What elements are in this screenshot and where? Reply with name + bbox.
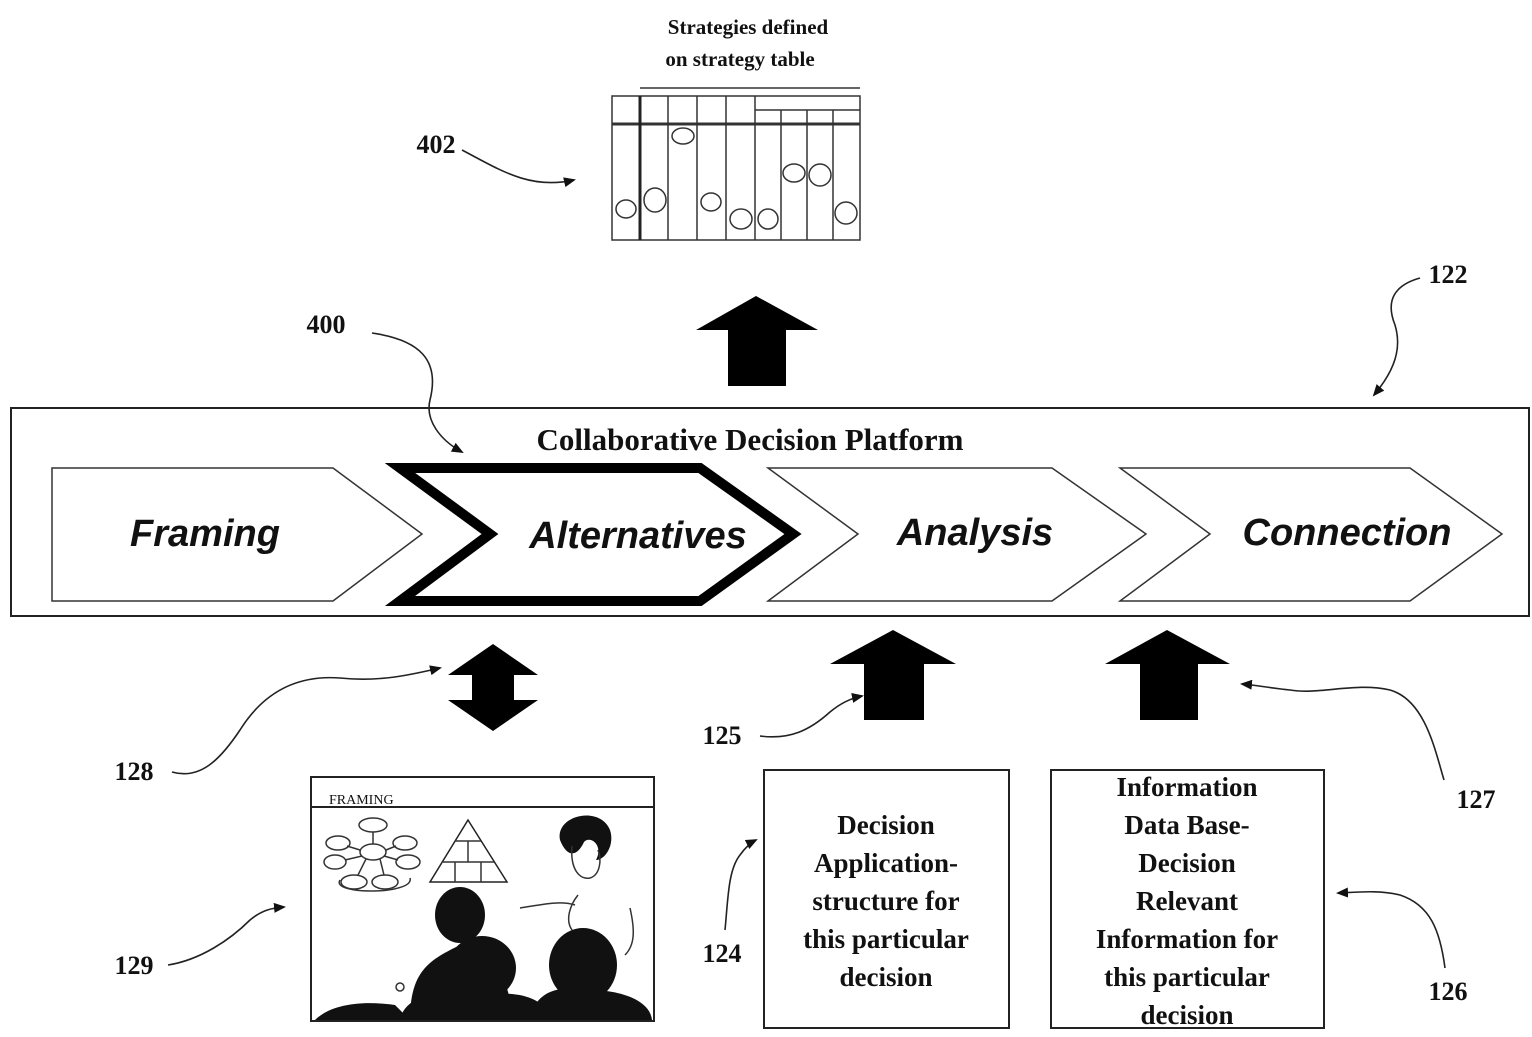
ref-122: 122 [1429, 260, 1468, 289]
leader-124 [724, 839, 758, 931]
info-db-line-4: Relevant [1136, 886, 1238, 916]
strategy-caption-line1: Strategies defined [668, 15, 829, 39]
stage-alternatives: Alternatives [384, 463, 802, 606]
strategy-caption-line2: on strategy table [665, 47, 814, 71]
up-arrow-decision-app [830, 630, 956, 720]
stage-analysis-label: Analysis [896, 512, 1053, 554]
info-db-line-7: decision [1140, 1000, 1233, 1030]
leader-122 [1372, 277, 1421, 397]
info-db-line-2: Data Base- [1124, 810, 1249, 840]
ref-125: 125 [703, 721, 742, 750]
ref-129: 129 [115, 951, 154, 980]
bidirectional-arrow-framing [448, 644, 538, 731]
info-db-line-3: Decision [1138, 848, 1236, 878]
framing-window-tab: FRAMING [329, 793, 394, 808]
ref-126: 126 [1429, 977, 1468, 1006]
mindmap-icon [323, 817, 421, 892]
leader-125 [759, 693, 864, 738]
framing-window: FRAMING [310, 776, 655, 1022]
stage-analysis: Analysis [765, 467, 1148, 602]
leader-402 [461, 149, 576, 188]
collaborative-decision-platform: Collaborative Decision Platform Framing … [10, 260, 1530, 617]
pyramid-icon [428, 818, 509, 883]
ref-127: 127 [1457, 785, 1496, 814]
ref-400: 400 [307, 310, 346, 339]
ref-128: 128 [115, 757, 154, 786]
strategy-table-group: Strategies defined on strategy table [417, 15, 861, 241]
audience-icon [315, 887, 652, 1020]
leader-126 [1336, 887, 1446, 969]
decision-app-line-3: structure for [812, 886, 959, 916]
platform-title: Collaborative Decision Platform [536, 422, 963, 457]
leader-127 [1240, 679, 1445, 781]
stage-connection-label: Connection [1243, 512, 1452, 554]
ref-124: 124 [703, 939, 742, 968]
stage-alternatives-label: Alternatives [528, 515, 747, 557]
decision-app-line-5: decision [839, 962, 932, 992]
decision-app-line-2: Application- [814, 848, 958, 878]
leader-128 [171, 665, 442, 775]
decision-application-box: Decision Application- structure for this… [763, 769, 1010, 1029]
leader-129 [167, 902, 286, 966]
leader-400 [371, 332, 464, 453]
stage-framing-label: Framing [130, 513, 280, 555]
decision-app-line-1: Decision [837, 810, 935, 840]
stage-connection: Connection [1117, 467, 1504, 602]
decision-app-line-4: this particular [803, 924, 969, 954]
info-db-line-6: this particular [1104, 962, 1270, 992]
ref-402: 402 [417, 130, 456, 159]
presenter-icon [519, 815, 635, 956]
stage-framing: Framing [51, 467, 424, 602]
info-db-line-1: Information [1117, 772, 1258, 802]
info-db-line-5: Information for [1096, 924, 1278, 954]
up-arrow-info-db [1105, 630, 1230, 720]
strategy-table-icon [611, 87, 861, 241]
information-database-box: Information Data Base- Decision Relevant… [1050, 769, 1325, 1030]
up-arrow-to-strategy-table [696, 296, 818, 386]
